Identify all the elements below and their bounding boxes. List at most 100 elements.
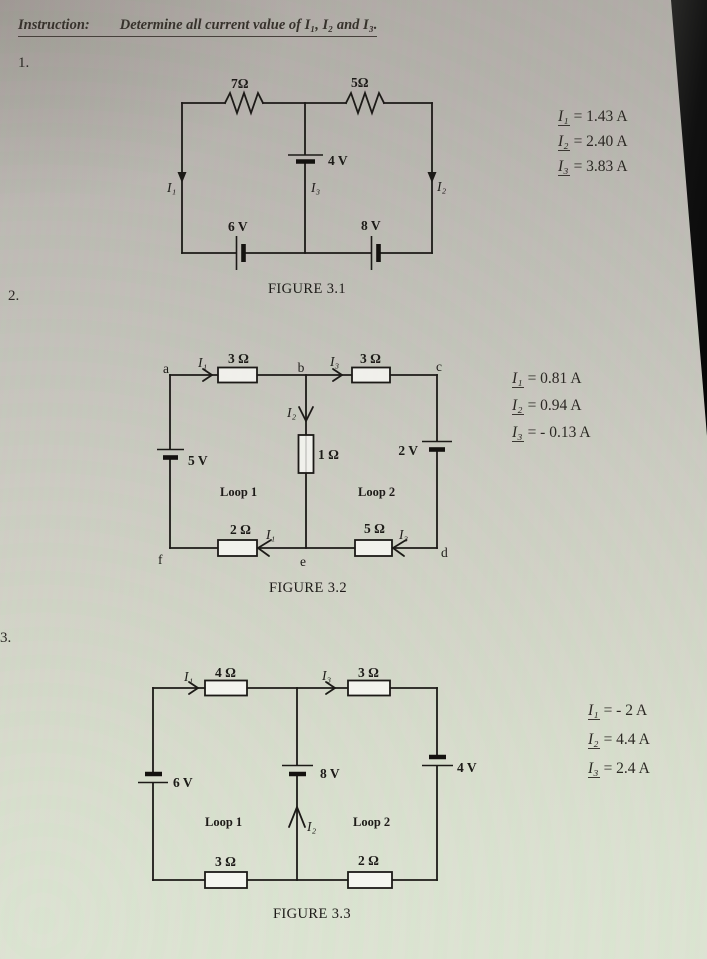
node-label-e: e bbox=[300, 554, 306, 569]
answer-i3: I₃= - 0.13 A bbox=[512, 424, 591, 442]
resistor-box-fe bbox=[217, 539, 258, 557]
answer-i3: I₃= 3.83 A bbox=[558, 158, 628, 176]
resistor-box-3ohm-top bbox=[347, 679, 391, 697]
resistor-label-3ohm-bottom: 3 Ω bbox=[215, 854, 236, 869]
battery-label-5v: 5 V bbox=[188, 453, 208, 468]
resistor-label-2ohm-bottom: 2 Ω bbox=[358, 853, 379, 868]
loop2-label: Loop 2 bbox=[353, 815, 390, 829]
answer-i3-label: I₃ bbox=[588, 760, 600, 778]
resistor-box-3ohm-bottom bbox=[204, 871, 248, 889]
answer-i1-value: = 1.43 A bbox=[573, 108, 628, 125]
node-label-b: b bbox=[298, 360, 305, 375]
figure-caption-3-1: FIGURE 3.1 bbox=[268, 281, 346, 297]
current-label-i2: I₂ bbox=[306, 819, 316, 834]
problem-1-number: 1. bbox=[18, 55, 30, 71]
answer-i3-label: I₃ bbox=[512, 424, 524, 442]
answer-i3-value: = 2.4 A bbox=[603, 760, 650, 777]
answer-i3-value: = 3.83 A bbox=[573, 158, 628, 175]
figure-3-1-circuit: 7Ω 5Ω 4 V 6 V 8 V I₁ I₂ I₃ FIGURE 3.1 bbox=[166, 75, 446, 297]
answer-i2-label: I₂ bbox=[512, 397, 524, 415]
node-label-f: f bbox=[158, 552, 163, 567]
answer-i2-value: = 4.4 A bbox=[603, 731, 650, 748]
answer-i1-label: I₁ bbox=[588, 702, 600, 720]
resistor-label-ab: 3 Ω bbox=[228, 351, 249, 366]
resistor-box-2ohm-bottom bbox=[347, 871, 393, 889]
current-label-i1: I₁ bbox=[183, 669, 193, 684]
current-arrow-i1-top bbox=[202, 368, 213, 382]
resistor-label-3ohm-top: 3 Ω bbox=[358, 665, 379, 680]
loop2-label: Loop 2 bbox=[358, 485, 395, 499]
current-label-i1-top: I₁ bbox=[197, 355, 207, 370]
loop1-label: Loop 1 bbox=[220, 485, 257, 499]
answer-i1-label: I₁ bbox=[512, 370, 524, 388]
resistor-box-mid bbox=[297, 434, 315, 474]
fig1-battery-4v bbox=[288, 154, 323, 164]
figure-3-3-circuit: 4 Ω 3 Ω 3 Ω 2 Ω 6 V 8 V 4 V I₁ I₃ I₂ Loo… bbox=[138, 665, 477, 922]
battery-label-8v: 8 V bbox=[320, 766, 340, 781]
answer-i1-label: I₁ bbox=[558, 108, 570, 126]
current-arrow-i2-up bbox=[288, 804, 306, 828]
resistor-label-7ohm: 7Ω bbox=[231, 76, 249, 91]
figure-caption-3-3: FIGURE 3.3 bbox=[273, 906, 351, 922]
node-label-c: c bbox=[436, 359, 442, 374]
answer-block-3: I₁= - 2 A I₂= 4.4 A I₃= 2.4 A bbox=[588, 702, 650, 778]
battery-label-4v: 4 V bbox=[328, 153, 348, 168]
answer-i2: I₂= 2.40 A bbox=[558, 133, 628, 151]
current-label-i1-bottom: I₁ bbox=[265, 527, 275, 542]
resistor-box-ab bbox=[217, 366, 258, 384]
battery-label-2v: 2 V bbox=[398, 443, 418, 458]
node-label-a: a bbox=[163, 361, 169, 376]
answer-i2: I₂= 0.94 A bbox=[512, 397, 591, 415]
fig2-wires bbox=[169, 374, 438, 549]
loop1-label: Loop 1 bbox=[205, 815, 242, 829]
fig2-battery-5v bbox=[157, 448, 184, 460]
answer-i3: I₃= 2.4 A bbox=[588, 760, 650, 778]
current-arrow-i3-left bbox=[392, 539, 407, 557]
answer-i3-value: = - 0.13 A bbox=[527, 424, 591, 441]
current-arrow-i1 bbox=[188, 681, 199, 695]
answer-i2-value: = 0.94 A bbox=[527, 397, 582, 414]
resistor-box-bc bbox=[351, 366, 391, 384]
resistor-label-ed: 5 Ω bbox=[364, 521, 385, 536]
current-label-i2: I₂ bbox=[286, 405, 296, 420]
fig3-battery-8v bbox=[282, 764, 313, 777]
instruction-text: Determine all current value of I₁, I₂ an… bbox=[119, 17, 378, 33]
answer-i1: I₁= 0.81 A bbox=[512, 370, 591, 388]
node-label-d: d bbox=[441, 545, 448, 560]
current-arrow-i2 bbox=[427, 172, 437, 183]
fig1-battery-6v bbox=[235, 236, 246, 270]
problem-2-number: 2. bbox=[8, 288, 20, 304]
battery-label-8v: 8 V bbox=[361, 218, 381, 233]
resistor-label-4ohm: 4 Ω bbox=[215, 665, 236, 680]
instruction-line: Instruction:Determine all current value … bbox=[18, 17, 378, 37]
fig3-battery-4v bbox=[422, 754, 453, 767]
figure-3-2-circuit: a b c d e f 3 Ω 3 Ω 1 Ω 2 Ω 5 Ω 5 V 2 V … bbox=[157, 351, 452, 596]
battery-label-4v: 4 V bbox=[457, 760, 477, 775]
fig1-wires bbox=[181, 90, 433, 254]
resistor-label-5ohm: 5Ω bbox=[351, 75, 369, 90]
battery-label-6v: 6 V bbox=[173, 775, 193, 790]
answer-i1-value: = 0.81 A bbox=[527, 370, 582, 387]
photo-background-edge bbox=[671, 0, 707, 436]
fig1-battery-8v bbox=[370, 236, 381, 270]
current-label-i3-bottom: I₃ bbox=[398, 527, 408, 542]
resistor-box-ed bbox=[354, 539, 393, 557]
current-label-i3: I₃ bbox=[310, 180, 320, 195]
answer-i2-label: I₂ bbox=[558, 133, 570, 151]
current-label-i1: I₁ bbox=[166, 180, 176, 195]
resistor-label-fe: 2 Ω bbox=[230, 522, 251, 537]
battery-label-6v: 6 V bbox=[228, 219, 248, 234]
answer-block-2: I₁= 0.81 A I₂= 0.94 A I₃= - 0.13 A bbox=[512, 370, 591, 442]
resistor-label-mid: 1 Ω bbox=[318, 447, 339, 462]
current-arrow-i3 bbox=[325, 681, 336, 695]
current-arrow-i1 bbox=[177, 172, 187, 183]
fig3-wires bbox=[152, 687, 438, 881]
answer-block-1: I₁= 1.43 A I₂= 2.40 A I₃= 3.83 A bbox=[558, 108, 628, 176]
answer-i1-value: = - 2 A bbox=[603, 702, 648, 719]
answer-i3-label: I₃ bbox=[558, 158, 570, 176]
answer-i1: I₁= - 2 A bbox=[588, 702, 650, 720]
resistor-box-4ohm bbox=[204, 679, 248, 697]
answer-i2-value: = 2.40 A bbox=[573, 133, 628, 150]
fig2-battery-2v bbox=[422, 440, 452, 452]
